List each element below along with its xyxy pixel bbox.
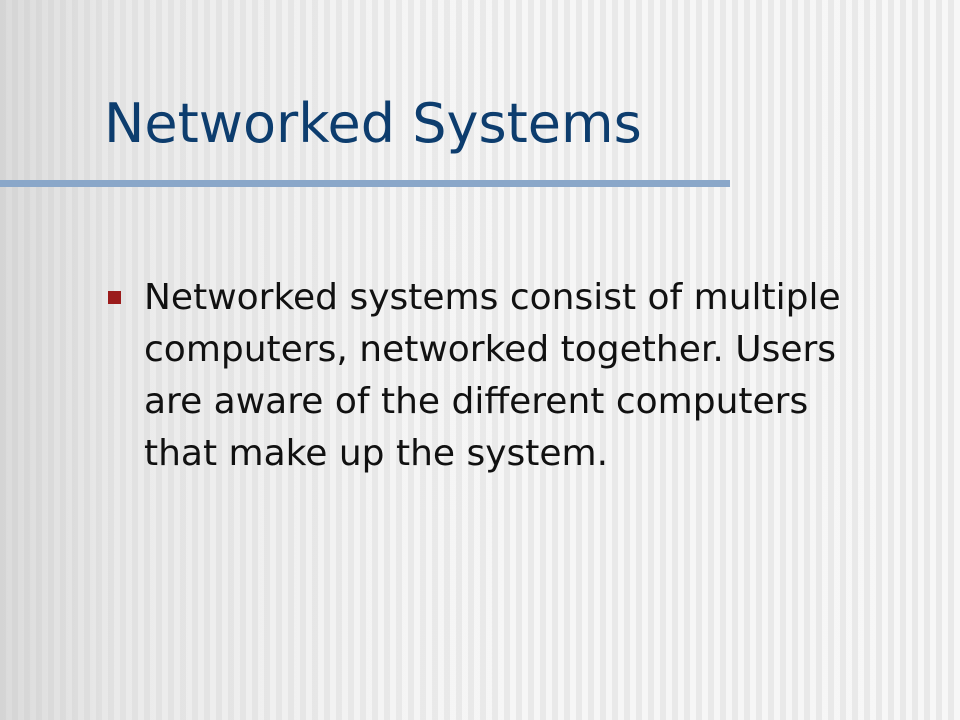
bullet-text: Networked systems consist of multiple co… — [144, 277, 841, 474]
square-bullet-icon — [108, 291, 121, 304]
title-underline-rule — [0, 180, 730, 187]
slide-title: Networked Systems — [104, 92, 642, 155]
bullet-item: Networked systems consist of multiple co… — [108, 272, 888, 480]
bullet-list: Networked systems consist of multiple co… — [108, 272, 888, 480]
